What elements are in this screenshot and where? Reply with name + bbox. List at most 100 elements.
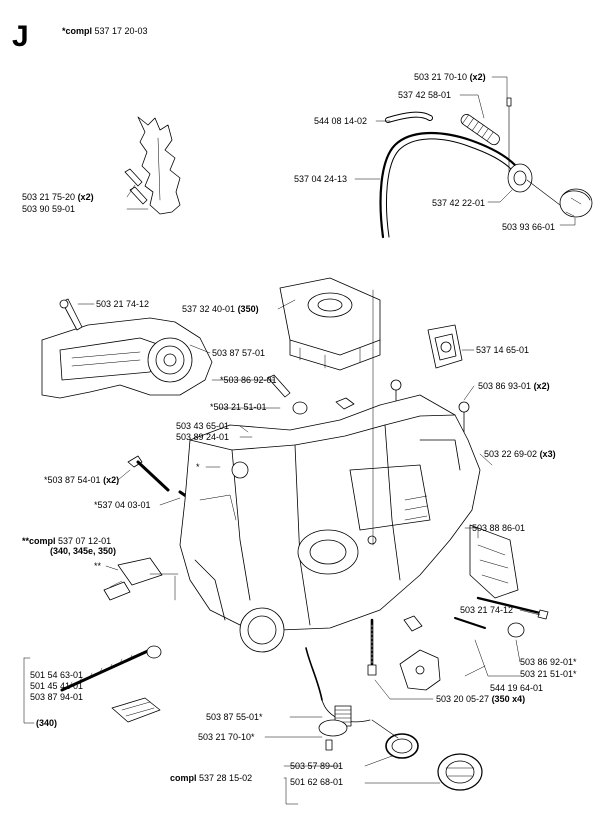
part-qty: (x3): [539, 449, 556, 459]
part-label-503-21-51-01-star: 503 21 51-01*: [520, 669, 577, 680]
header-number: 537 17 20-03: [92, 26, 148, 36]
part-label-537-04-24-13: 537 04 24-13: [294, 174, 347, 185]
part-label-503-86-92-01-star: 503 86 92-01*: [520, 657, 577, 668]
part-number: *503 87 54-01: [44, 475, 101, 485]
part-label-501-45-41-01: 501 45 41-01: [30, 681, 83, 692]
part-number: 501 62 68-01: [290, 777, 344, 787]
part-label-501-54-63-01: 501 54 63-01: [30, 670, 83, 681]
part-number: 537 07 12-01: [58, 536, 112, 546]
part-label-503-21-70-10-star: 503 21 70-10*: [198, 732, 255, 743]
part-label-501-62-68-01: 501 62 68-01: [290, 777, 343, 788]
clutch-cover-part: [41, 298, 213, 399]
section-letter: J: [12, 20, 29, 53]
part-number: 503 21 70-10: [414, 72, 468, 82]
part-number: 503 93 66-01: [502, 222, 556, 232]
part-label-537-42-22-01: 537 42 22-01: [432, 198, 485, 209]
chain-tensioner-assembly: [60, 557, 163, 723]
crankcase-part: [179, 289, 481, 653]
part-number: *503 86 92-01: [220, 375, 277, 385]
compl-prefix: **compl: [22, 536, 56, 546]
part-number: 503 86 93-01: [478, 381, 532, 391]
part-label-models-340-345e-350: (340, 345e, 350): [50, 546, 116, 557]
part-label-503-43-65-01: 503 43 65-01: [176, 421, 229, 432]
part-number: 537 32 40-01: [182, 304, 236, 314]
part-number: 501 45 41-01: [30, 681, 84, 691]
compl-prefix: compl: [170, 773, 197, 783]
group-note-340: (340): [36, 718, 57, 729]
bottom-screws: [367, 618, 377, 676]
part-label-503-21-74-12: 503 21 74-12: [96, 299, 149, 310]
part-label-503-93-66-01: 503 93 66-01: [502, 222, 555, 233]
chain-catcher-part: [399, 615, 441, 691]
model-note: (340): [36, 718, 58, 728]
part-number: *: [196, 462, 200, 472]
part-number: 503 21 75-20: [22, 192, 76, 202]
part-number: 544 08 14-02: [314, 116, 368, 126]
part-number: 503 21 74-12: [96, 299, 150, 309]
part-label-503-22-69-02-x3: 503 22 69-02 (x3): [484, 449, 556, 460]
part-number: 537 14 65-01: [476, 345, 530, 355]
tank-cap-assembly: [371, 719, 483, 791]
part-number: 503 21 70-10*: [198, 732, 255, 742]
part-qty: (x2): [469, 72, 486, 82]
part-number: 537 42 22-01: [432, 198, 486, 208]
part-label-537-14-65-01: 537 14 65-01: [476, 345, 529, 356]
part-label-503-21-74-12-right: 503 21 74-12: [460, 605, 513, 616]
part-label-503-87-57-01: 503 87 57-01: [212, 348, 265, 359]
part-number: 503 21 51-01*: [520, 669, 577, 679]
part-number: 537 28 15-02: [199, 773, 253, 783]
part-label-503-86-93-01-x2: 503 86 93-01 (x2): [478, 381, 550, 392]
part-label-537-28-15-02: compl 537 28 15-02: [170, 773, 252, 784]
part-label-544-08-14-02: 544 08 14-02: [314, 116, 367, 127]
assembly-header: *compl 537 17 20-03: [62, 26, 148, 36]
part-qty: (x2): [103, 475, 120, 485]
fuel-hose-assembly: [379, 97, 593, 239]
part-number: 537 42 58-01: [398, 90, 452, 100]
part-number: *537 04 03-01: [94, 500, 151, 510]
part-label-503-87-54-01-x2: *503 87 54-01 (x2): [44, 475, 119, 486]
part-label-537-04-03-01: *537 04 03-01: [94, 500, 151, 511]
part-label-503-87-55-01: 503 87 55-01*: [206, 712, 263, 723]
throttle-rod-assembly: [305, 647, 371, 751]
part-number: 503 90 59-01: [22, 204, 76, 214]
part-label-537-42-58-01: 537 42 58-01: [398, 90, 451, 101]
part-qty: (350): [237, 304, 259, 314]
part-label-503-57-89-01: 503 57 89-01: [290, 761, 343, 772]
leader-lines: [23, 76, 576, 805]
header-prefix: *compl: [62, 26, 93, 36]
part-number: 503 22 69-02: [484, 449, 538, 459]
part-label-503-87-94-01: 503 87 94-01: [30, 692, 83, 703]
side-plate-part: [469, 524, 519, 599]
part-number: *503 21 51-01: [210, 402, 267, 412]
part-number: 503 87 94-01: [30, 692, 84, 702]
gasket-part: [427, 324, 463, 369]
part-number: 501 54 63-01: [30, 670, 84, 680]
part-number: 503 87 55-01*: [206, 712, 263, 722]
part-label-503-21-75-20-x2: 503 21 75-20 (x2): [22, 192, 94, 203]
part-number: 503 88 86-01: [472, 523, 526, 533]
part-label-503-88-86-01: 503 88 86-01: [472, 523, 525, 534]
part-label-double-star: **: [94, 561, 101, 572]
part-label-503-21-51-01: *503 21 51-01: [210, 402, 267, 413]
part-qty: (350 x4): [491, 694, 526, 704]
part-label-537-07-12-01: **compl 537 07 12-01: [22, 536, 111, 547]
part-label-503-20-05-27-350x4: 503 20 05-27 (350 x4): [436, 694, 525, 705]
intake-cover-part: [279, 277, 381, 371]
part-number: 503 86 92-01*: [520, 657, 577, 667]
part-number: 503 89 24-01: [176, 432, 230, 442]
part-label-503-90-59-01: 503 90 59-01: [22, 204, 75, 215]
part-label-503-86-92-01: *503 86 92-01: [220, 375, 277, 386]
right-screws: [454, 596, 549, 638]
part-number: 503 43 65-01: [176, 421, 230, 431]
part-label-503-89-24-01: 503 89 24-01: [176, 432, 229, 443]
bumper-spike-part: [124, 116, 181, 215]
part-qty: (x2): [533, 381, 550, 391]
part-number: 503 21 74-12: [460, 605, 514, 615]
part-label-544-19-64-01: 544 19 64-01: [490, 683, 543, 694]
part-number: 503 87 57-01: [212, 348, 266, 358]
part-number: 503 57 89-01: [290, 761, 344, 771]
part-number: 503 20 05-27: [436, 694, 490, 704]
part-label-503-21-70-10-x2: 503 21 70-10 (x2): [414, 72, 486, 83]
part-number: 544 19 64-01: [490, 683, 544, 693]
